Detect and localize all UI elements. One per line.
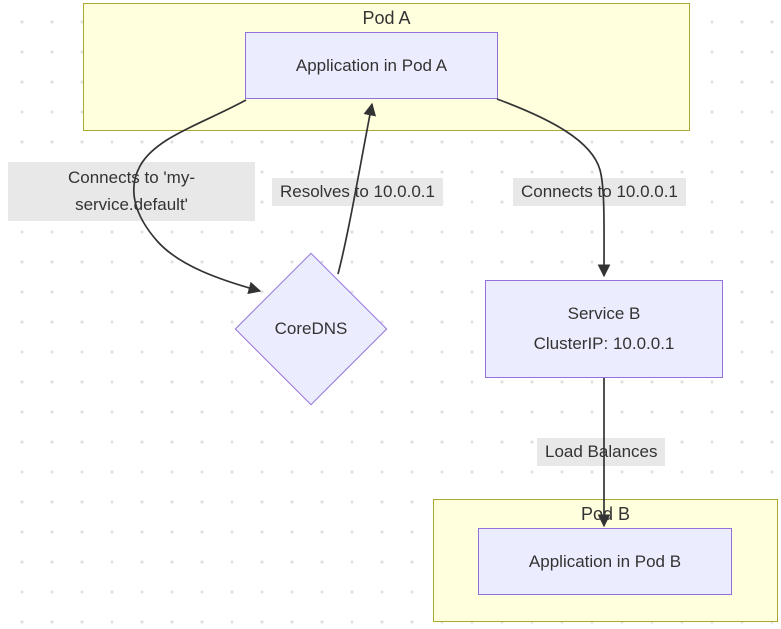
cluster-pod-a-title: Pod A — [362, 8, 411, 28]
edge-label-connects-to-ip: Connects to 10.0.0.1 — [513, 178, 686, 206]
edge-label-connects-my-service-line1: Connects to 'my- — [67, 168, 195, 187]
node-application-in-pod-a: Application in Pod A — [245, 32, 498, 99]
edge-label-resolves-to-ip: Resolves to 10.0.0.1 — [272, 178, 443, 206]
node-coredns-label: CoreDNS — [274, 319, 348, 338]
edge-label-connects-my-service: Connects to 'my- service.default' — [8, 162, 255, 221]
node-service-b-sublabel: ClusterIP: 10.0.0.1 — [533, 334, 675, 353]
node-application-in-pod-a-label: Application in Pod A — [295, 55, 448, 75]
node-service-b-label: Service B — [567, 304, 641, 323]
edge-label-load-balances: Load Balances — [537, 438, 666, 466]
node-application-in-pod-b-label: Application in Pod B — [528, 551, 682, 571]
edge-label-connects-my-service-line2: service.default' — [75, 195, 188, 214]
cluster-pod-b-title: Pod B — [580, 504, 631, 524]
node-application-in-pod-b: Application in Pod B — [478, 528, 732, 595]
node-service-b: Service B ClusterIP: 10.0.0.1 — [485, 280, 723, 378]
